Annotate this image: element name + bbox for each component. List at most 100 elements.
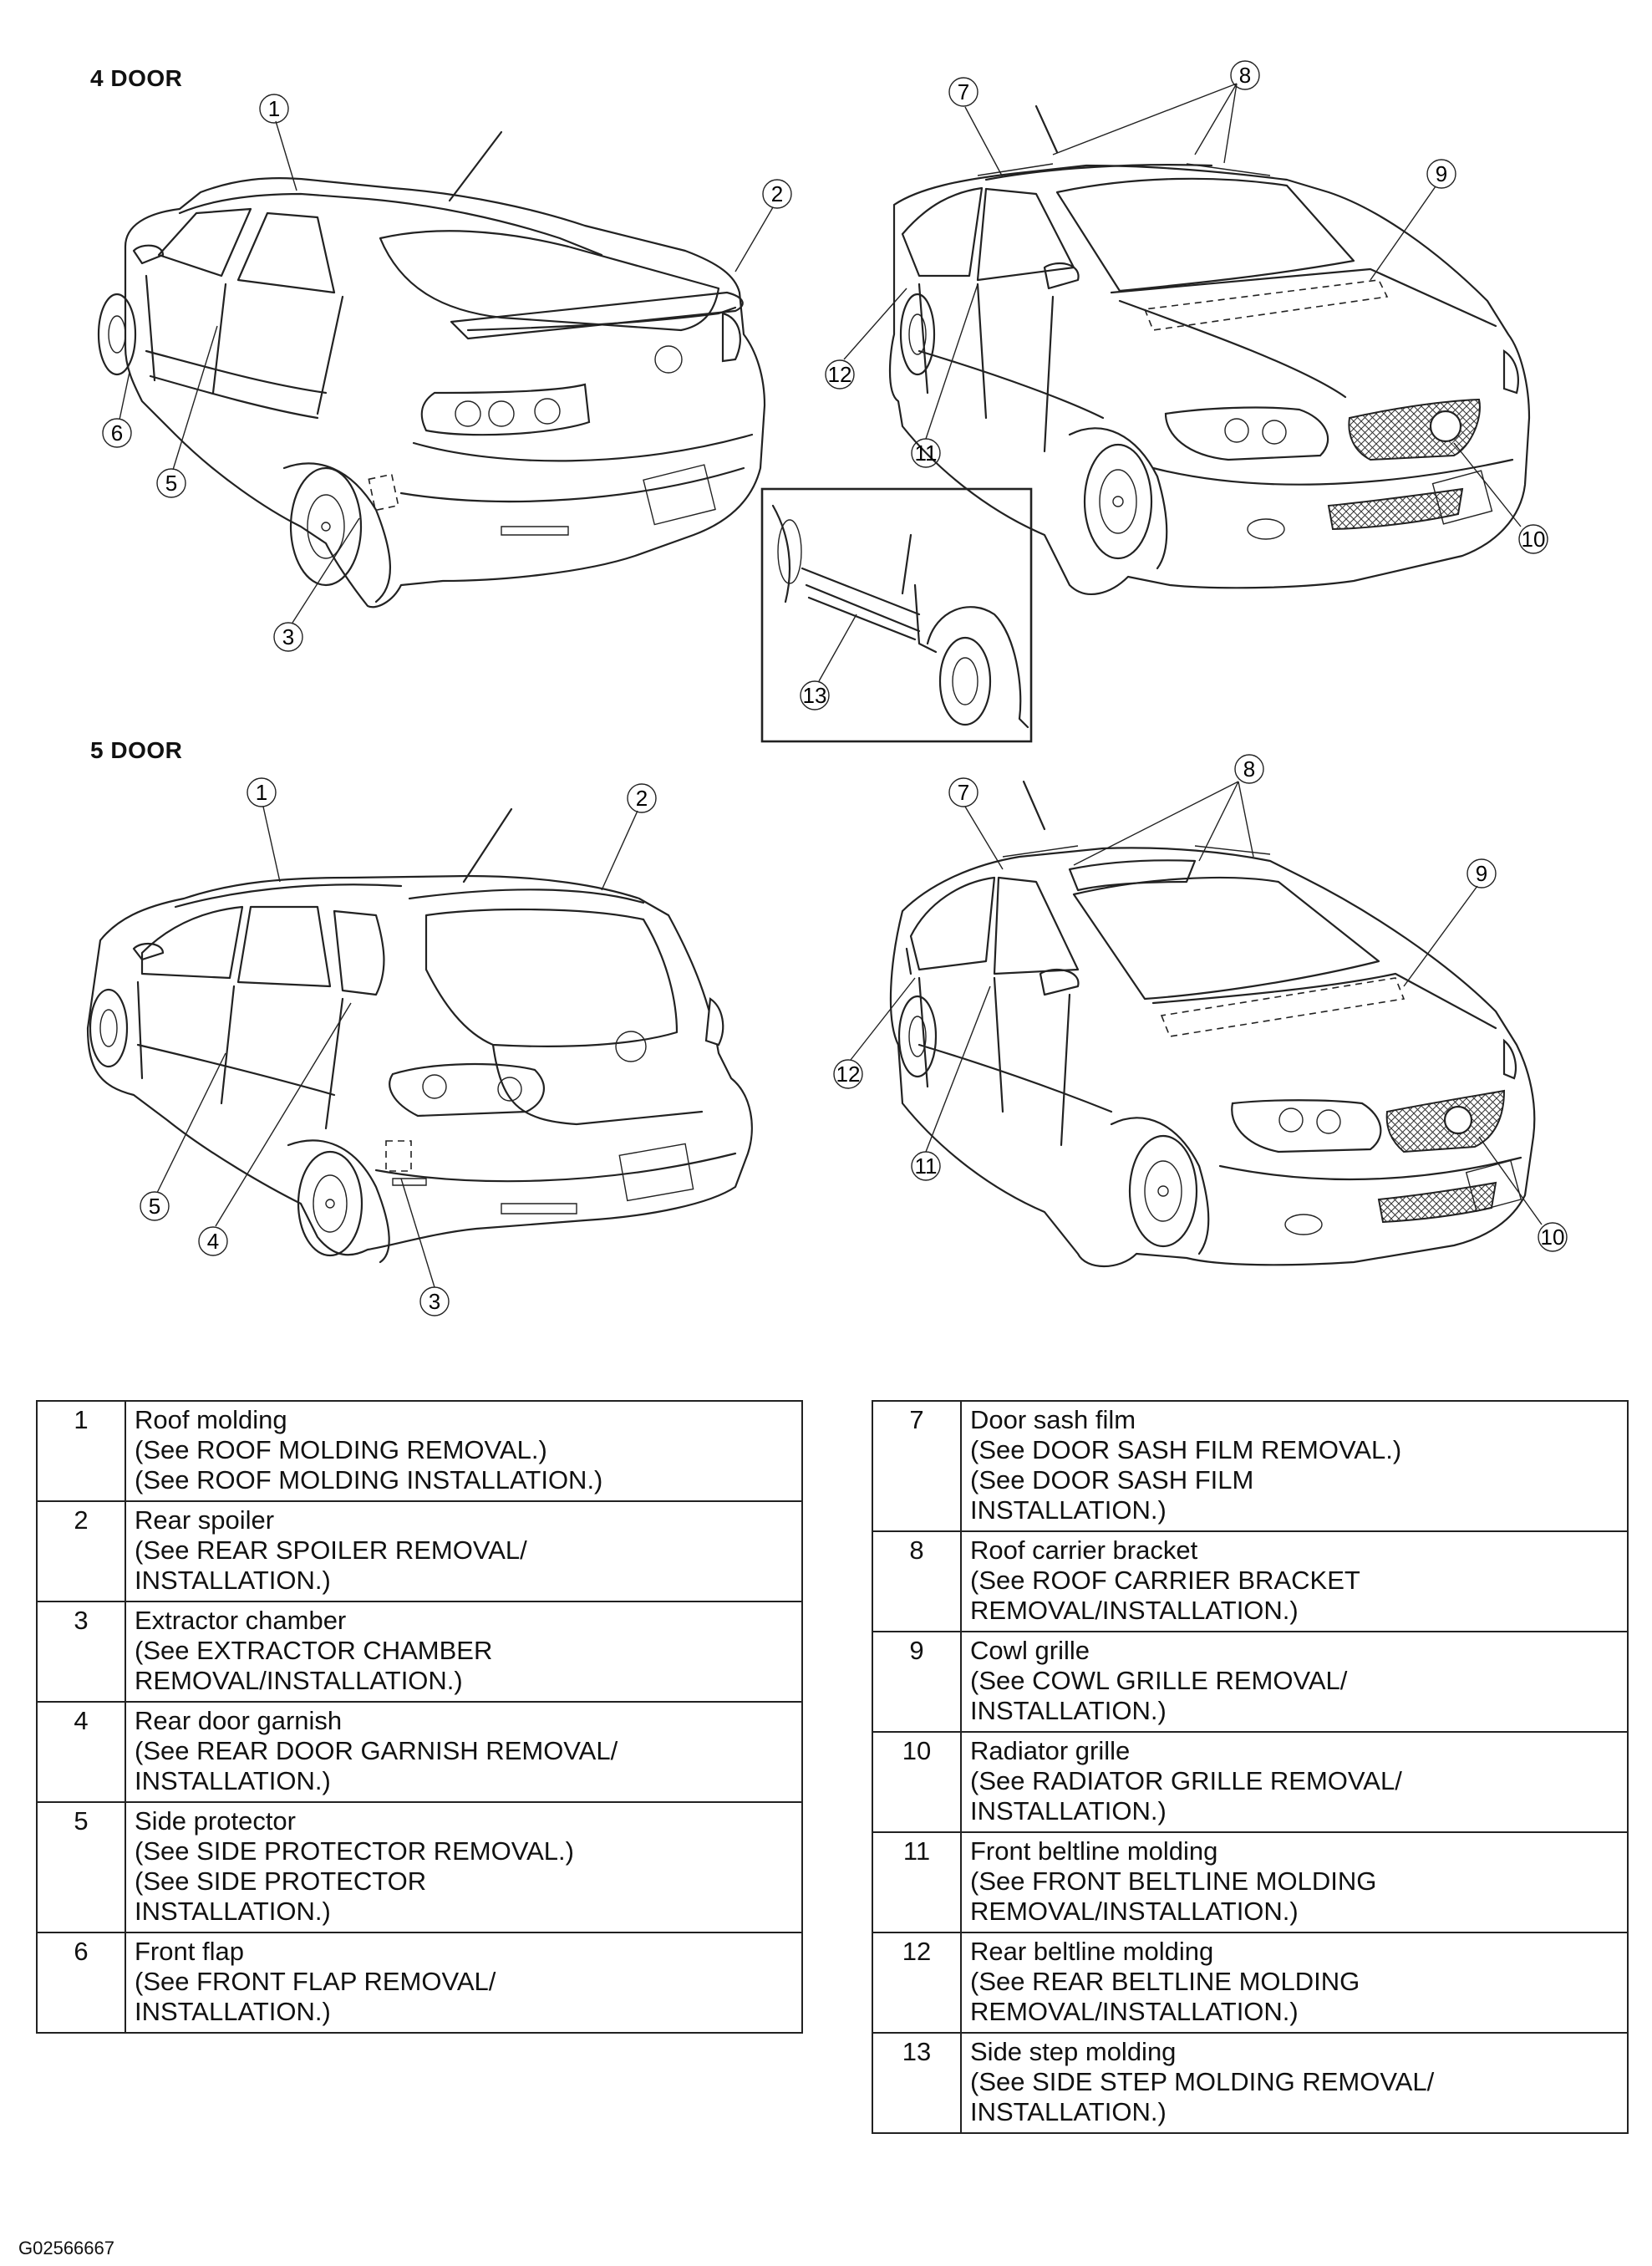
hatchback-rear-callouts: 1 2 3 4 5 — [140, 777, 657, 1316]
part-number: 1 — [36, 1400, 126, 1502]
procedure-reference: (See SIDE PROTECTOR — [135, 1866, 427, 1896]
svg-text:10: 10 — [1541, 1225, 1565, 1250]
svg-text:13: 13 — [803, 683, 827, 708]
svg-text:2: 2 — [636, 786, 648, 811]
svg-text:11: 11 — [915, 1153, 938, 1179]
svg-text:12: 12 — [836, 1062, 861, 1087]
svg-text:3: 3 — [282, 624, 294, 649]
part-description: Door sash film(See DOOR SASH FILM REMOVA… — [960, 1400, 1629, 1532]
section-title-5-door: 5 DOOR — [90, 737, 183, 763]
svg-text:4: 4 — [207, 1229, 219, 1254]
part-description: Radiator grille(See RADIATOR GRILLE REMO… — [960, 1731, 1629, 1833]
part-description: Roof carrier bracket(See ROOF CARRIER BR… — [960, 1530, 1629, 1632]
svg-text:5: 5 — [165, 471, 177, 496]
procedure-reference: (See FRONT BELTLINE MOLDING — [970, 1866, 1377, 1896]
procedure-reference: INSTALLATION.) — [135, 1766, 331, 1795]
procedure-reference: (See EXTRACTOR CHAMBER — [135, 1636, 493, 1665]
svg-text:9: 9 — [1436, 161, 1447, 186]
part-description: Rear door garnish(See REAR DOOR GARNISH … — [125, 1701, 803, 1803]
svg-text:1: 1 — [256, 780, 267, 805]
procedure-reference: REMOVAL/INSTALLATION.) — [970, 1596, 1299, 1625]
hatchback-rear-view-drawing — [86, 807, 753, 1264]
part-number: 2 — [36, 1500, 126, 1602]
sedan-front-view-drawing — [888, 104, 1531, 595]
procedure-reference: (See RADIATOR GRILLE REMOVAL/ — [970, 1766, 1402, 1795]
procedure-reference: INSTALLATION.) — [970, 2097, 1167, 2126]
procedure-reference: INSTALLATION.) — [135, 1566, 331, 1595]
inset-callout: 13 — [800, 614, 857, 710]
part-name: Door sash film — [970, 1405, 1136, 1434]
procedure-reference: INSTALLATION.) — [135, 1997, 331, 2026]
side-step-inset-drawing — [760, 487, 1033, 743]
procedure-reference: (See SIDE PROTECTOR REMOVAL.) — [135, 1836, 574, 1866]
part-number: 8 — [872, 1530, 962, 1632]
svg-text:7: 7 — [958, 79, 969, 104]
procedure-reference: INSTALLATION.) — [970, 1796, 1167, 1826]
svg-text:2: 2 — [771, 181, 783, 206]
procedure-reference: (See REAR DOOR GARNISH REMOVAL/ — [135, 1736, 618, 1765]
procedure-reference: (See FRONT FLAP REMOVAL/ — [135, 1967, 496, 1996]
procedure-reference: (See REAR SPOILER REMOVAL/ — [135, 1535, 527, 1565]
part-name: Side step molding — [970, 2037, 1177, 2066]
procedure-reference: (See REAR BELTLINE MOLDING — [970, 1967, 1360, 1996]
part-name: Cowl grille — [970, 1636, 1090, 1665]
procedure-reference: REMOVAL/INSTALLATION.) — [970, 1897, 1299, 1926]
part-name: Front beltline molding — [970, 1836, 1218, 1866]
procedure-reference: INSTALLATION.) — [135, 1897, 331, 1926]
svg-text:10: 10 — [1522, 527, 1546, 552]
svg-text:8: 8 — [1243, 756, 1255, 782]
part-number: 7 — [872, 1400, 962, 1532]
procedure-reference: (See ROOF MOLDING INSTALLATION.) — [135, 1465, 603, 1495]
part-number: 6 — [36, 1932, 126, 2034]
procedure-reference: (See ROOF MOLDING REMOVAL.) — [135, 1435, 547, 1464]
sedan-rear-view-drawing — [97, 130, 766, 609]
hatchback-front-callouts: 7 8 9 10 11 12 — [833, 754, 1568, 1252]
vehicle-illustrations: 1 2 3 5 6 — [86, 60, 1568, 1316]
part-description: Cowl grille(See COWL GRILLE REMOVAL/INST… — [960, 1631, 1629, 1733]
part-description: Roof molding(See ROOF MOLDING REMOVAL.)(… — [125, 1400, 803, 1502]
part-number: 5 — [36, 1801, 126, 1933]
part-description: Rear beltline molding(See REAR BELTLINE … — [960, 1932, 1629, 2034]
part-number: 11 — [872, 1831, 962, 1933]
procedure-reference: REMOVAL/INSTALLATION.) — [970, 1997, 1299, 2026]
part-name: Rear spoiler — [135, 1505, 275, 1535]
part-number: 12 — [872, 1932, 962, 2034]
part-number: 4 — [36, 1701, 126, 1803]
figure-id: G02566667 — [18, 2238, 114, 2258]
part-description: Side step molding(See SIDE STEP MOLDING … — [960, 2032, 1629, 2134]
procedure-reference: (See ROOF CARRIER BRACKET — [970, 1566, 1360, 1595]
procedure-reference: INSTALLATION.) — [970, 1495, 1167, 1525]
part-description: Side protector(See SIDE PROTECTOR REMOVA… — [125, 1801, 803, 1933]
procedure-reference: (See DOOR SASH FILM REMOVAL.) — [970, 1435, 1402, 1464]
part-name: Extractor chamber — [135, 1606, 347, 1635]
part-description: Rear spoiler(See REAR SPOILER REMOVAL/IN… — [125, 1500, 803, 1602]
svg-text:9: 9 — [1476, 861, 1487, 886]
part-number: 9 — [872, 1631, 962, 1733]
procedure-reference: REMOVAL/INSTALLATION.) — [135, 1666, 463, 1695]
hatchback-front-view-drawing — [889, 780, 1536, 1268]
part-name: Rear door garnish — [135, 1706, 343, 1735]
svg-text:1: 1 — [268, 96, 280, 121]
part-number: 3 — [36, 1601, 126, 1703]
sedan-rear-callouts: 1 2 3 5 6 — [102, 94, 792, 652]
procedure-reference: (See DOOR SASH FILM — [970, 1465, 1254, 1495]
part-name: Roof carrier bracket — [970, 1535, 1198, 1565]
sedan-front-callouts: 7 8 9 10 11 12 — [825, 60, 1548, 554]
svg-text:11: 11 — [915, 440, 938, 466]
svg-text:8: 8 — [1239, 63, 1251, 88]
part-name: Radiator grille — [970, 1736, 1131, 1765]
part-name: Roof molding — [135, 1405, 287, 1434]
part-description: Front beltline molding(See FRONT BELTLIN… — [960, 1831, 1629, 1933]
section-title-4-door: 4 DOOR — [90, 65, 183, 91]
